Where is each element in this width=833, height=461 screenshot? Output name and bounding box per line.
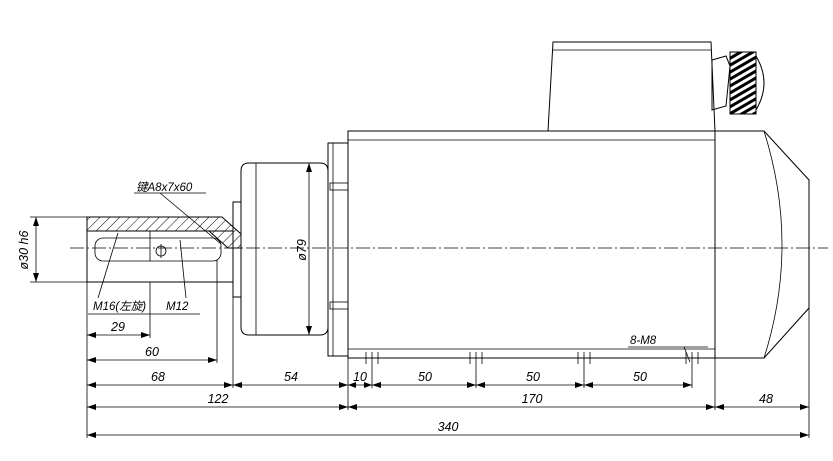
flange-diameter-label: ø79 xyxy=(295,239,309,261)
dim-50-b: 50 xyxy=(526,370,540,384)
dim-29: 29 xyxy=(110,320,125,334)
mount-holes-leader xyxy=(628,346,708,363)
dim-54: 54 xyxy=(284,370,298,384)
dimension-lines xyxy=(87,332,809,438)
mount-hole-markers xyxy=(365,352,699,364)
dim-60: 60 xyxy=(145,345,159,359)
nose-ring xyxy=(232,201,242,298)
flange-collar xyxy=(240,162,329,336)
dim-50-a: 50 xyxy=(418,370,432,384)
junction-box xyxy=(547,41,716,132)
mount-holes-label: 8-M8 xyxy=(630,335,657,347)
shaft-diameter-label: ø30 h6 xyxy=(17,230,31,269)
thread-leaders xyxy=(88,232,200,315)
thread-left-label: M16(左旋) xyxy=(93,300,146,313)
front-flange-plate xyxy=(327,142,349,357)
dim-10: 10 xyxy=(353,370,367,384)
flange-diameter-dim xyxy=(306,163,312,335)
dim-170: 170 xyxy=(522,392,543,406)
extension-lines xyxy=(86,260,810,438)
spindle-shaft xyxy=(86,216,242,283)
dim-122: 122 xyxy=(208,392,229,406)
dim-68: 68 xyxy=(151,370,165,384)
motor-body xyxy=(347,130,716,359)
rear-end-cap xyxy=(715,130,810,359)
key-label: 键A8x7x60 xyxy=(136,181,193,194)
key-leader xyxy=(134,192,222,245)
thread-inner-label: M12 xyxy=(166,301,189,313)
cable-gland xyxy=(711,51,765,115)
shaft-diameter-dim xyxy=(30,216,87,283)
dim-340: 340 xyxy=(438,420,459,434)
dim-48: 48 xyxy=(759,392,773,406)
dim-50-c: 50 xyxy=(633,370,647,384)
